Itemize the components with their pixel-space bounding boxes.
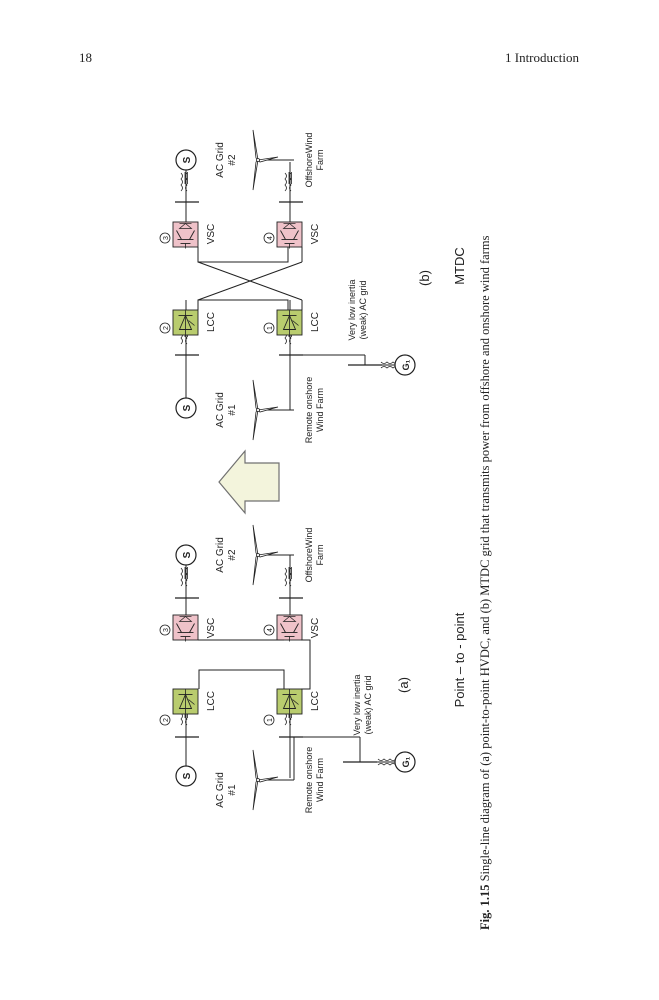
offshore-farm-line2-b: Farm (315, 150, 325, 171)
source-s-a2 (175, 544, 197, 566)
vsc-label-4-b: VSC (310, 224, 321, 245)
offshore-farm-line1-a: OffshoreWind (304, 528, 314, 583)
converter-vsc-4-a (276, 614, 303, 641)
node-3-b (159, 232, 171, 244)
node-number-2-a: 2 (163, 718, 170, 722)
panel-a-title: Point – to - point (452, 612, 467, 707)
ac-grid-1-line2-b: #1 (227, 404, 238, 416)
node-1-a (263, 714, 275, 726)
onshore-farm-line2-b: Wind Farm (315, 388, 325, 432)
panel-a-diagram (159, 524, 416, 811)
generator-label-b: G₁ (401, 359, 411, 370)
lcc-label-2-b: LCC (206, 312, 217, 332)
node-number-1-a: 1 (267, 718, 274, 722)
converter-vsc-3-a (172, 614, 199, 641)
panel-a-tag: (a) (396, 677, 411, 693)
source-label-a1: S (182, 772, 193, 779)
onshore-farm-line1-a: Remote onshore (304, 747, 314, 814)
ac-grid-2-line2-b: #2 (227, 154, 238, 166)
caption-label: Fig. 1.15 (478, 884, 492, 930)
node-2-a (159, 714, 171, 726)
lcc-label-1-a: LCC (310, 691, 321, 711)
weak-grid-line1-a: Very low inertia (352, 674, 362, 735)
vsc-label-3-a: VSC (206, 618, 217, 639)
panel-b-tag: (b) (417, 270, 432, 286)
source-label-b2: S (182, 156, 193, 163)
onshore-farm-line1-b: Remote onshore (304, 377, 314, 444)
dc-link-b-vsc (197, 247, 289, 263)
vsc-label-4-a: VSC (310, 618, 321, 639)
dc-link-a-upper (198, 669, 285, 689)
source-s-b2 (175, 149, 197, 171)
weak-grid-line2-b: (weak) AC grid (358, 280, 368, 339)
node-4-a (263, 624, 275, 636)
converter-vsc-4-b (276, 221, 303, 248)
ac-grid-2-line2-a: #2 (227, 549, 238, 561)
page-number: 18 (79, 50, 92, 65)
dc-link-a-lower (301, 639, 311, 690)
node-number-4-b: 4 (267, 236, 274, 240)
source-label-a2: S (182, 551, 193, 558)
generator-label-a: G₁ (401, 756, 411, 767)
source-s-a1 (175, 765, 197, 787)
transition-arrow (218, 449, 280, 515)
source-s-b1 (175, 397, 197, 419)
ac-grid-2-line1-a: AC Grid (215, 537, 226, 573)
node-4-b (263, 232, 275, 244)
caption-text: Single-line diagram of (a) point-to-poin… (478, 235, 492, 882)
ac-grid-2-line1-b: AC Grid (215, 142, 226, 178)
offshore-farm-line2-a: Farm (315, 545, 325, 566)
vsc-label-3-b: VSC (206, 224, 217, 245)
source-label-b1: S (182, 404, 193, 411)
node-number-1-b: 1 (267, 326, 274, 330)
weak-grid-line2-a: (weak) AC grid (363, 675, 373, 734)
lcc-label-2-a: LCC (206, 691, 217, 711)
node-3-a (159, 624, 171, 636)
dc-link-b-cross2 (197, 261, 303, 301)
dc-link-b-lcc (197, 299, 289, 310)
node-1-b (263, 322, 275, 334)
weak-grid-line1-b: Very low inertia (347, 279, 357, 340)
chapter-title: 1 Introduction (504, 50, 579, 65)
node-number-2-b: 2 (163, 326, 170, 330)
lcc-label-1-b: LCC (310, 312, 321, 332)
generator-a (394, 751, 416, 773)
ac-grid-1-line1-b: AC Grid (215, 392, 226, 428)
node-2-b (159, 322, 171, 334)
ac-grid-1-line1-a: AC Grid (215, 772, 226, 808)
panel-b-title: MTDC (452, 247, 467, 285)
node-number-4-a: 4 (267, 628, 274, 632)
panel-b-diagram (159, 129, 416, 441)
onshore-farm-line2-a: Wind Farm (315, 758, 325, 802)
offshore-farm-line1-b: OffshoreWind (304, 133, 314, 188)
generator-b (394, 354, 416, 376)
node-number-3-a: 3 (163, 628, 170, 632)
ac-grid-1-line2-a: #1 (227, 784, 238, 796)
node-number-3-b: 3 (163, 236, 170, 240)
figure-caption: Fig. 1.15 Single-line diagram of (a) poi… (478, 170, 493, 930)
